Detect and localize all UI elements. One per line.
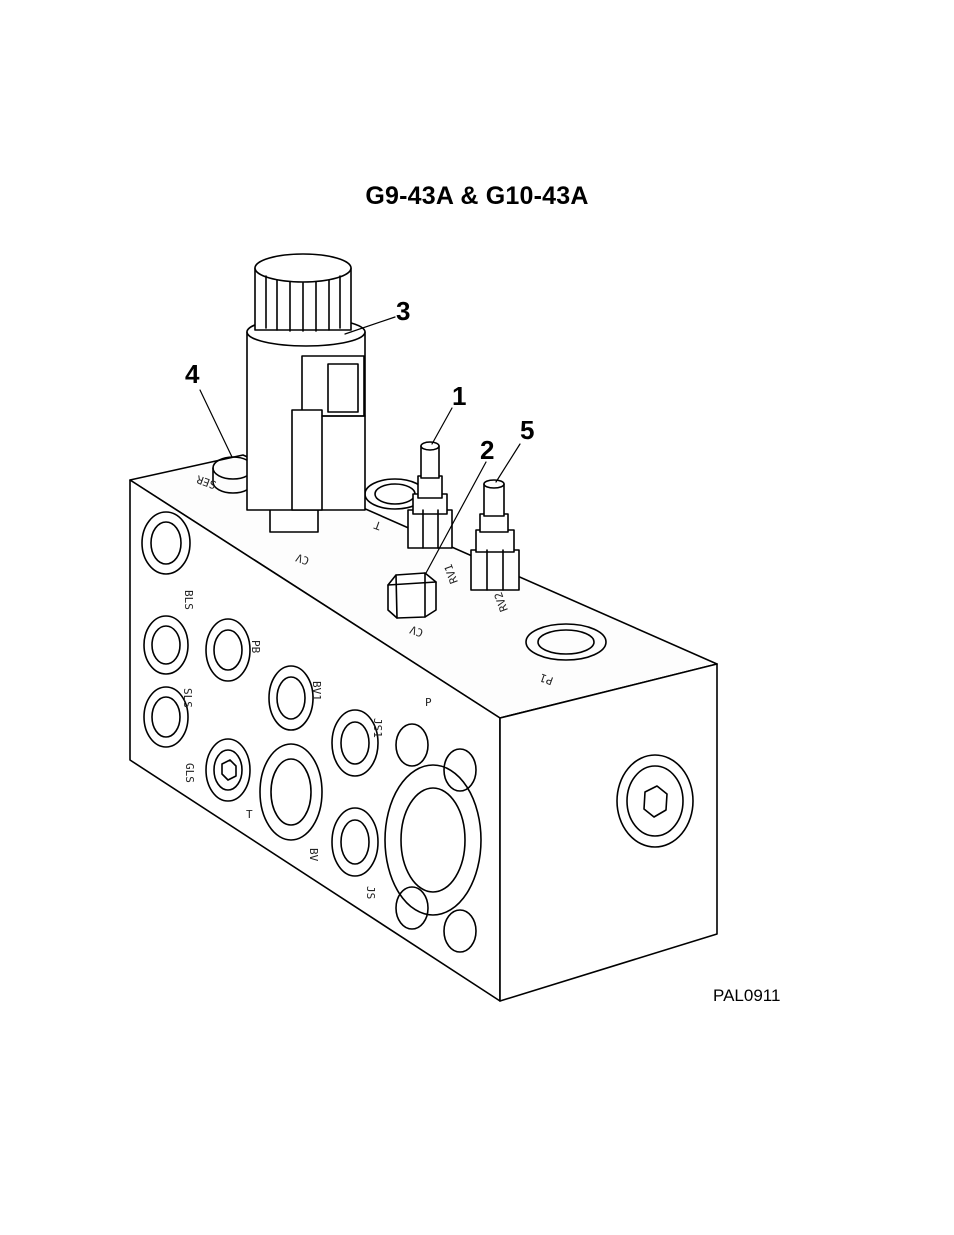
port-p-flange	[384, 764, 482, 916]
callout-2: 2	[480, 435, 494, 465]
callout-5: 5	[520, 415, 534, 445]
port-bls	[141, 511, 191, 575]
side-hex-plug	[616, 754, 694, 848]
callout-4: 4	[185, 359, 200, 389]
label-cv-top: CV	[294, 551, 311, 568]
label-cv-front: CV	[408, 623, 425, 640]
cv-hex-plug	[387, 572, 437, 619]
port-pb	[205, 618, 251, 682]
relief-valve-2	[470, 479, 520, 591]
front-ports	[141, 511, 482, 953]
label-rv1: RV1	[442, 562, 461, 585]
label-rv2: RV2	[492, 590, 511, 613]
label-js1: JS1	[371, 718, 384, 738]
figure-code: PAL0911	[713, 986, 781, 1005]
solenoid-valve	[246, 253, 366, 533]
label-t-front: T	[246, 808, 253, 821]
relief-valve-1	[407, 441, 453, 549]
label-bv: BV	[307, 848, 320, 862]
port-gls-plug	[205, 738, 251, 802]
port-pb-outer	[143, 615, 189, 675]
label-pb: PB	[249, 640, 262, 654]
label-gls: GLS	[183, 763, 196, 783]
label-bls: BLS	[182, 590, 195, 610]
label-p1: P1	[538, 671, 555, 688]
figure-title: G9-43A & G10-43A	[365, 182, 589, 210]
label-p: P	[425, 696, 432, 709]
port-bv1	[268, 665, 314, 731]
port-sls	[143, 686, 189, 748]
label-bv1: BV1	[310, 681, 323, 701]
port-t	[259, 743, 323, 841]
label-sls: SLS	[181, 688, 194, 708]
label-js: JS	[364, 886, 377, 899]
port-js1	[331, 709, 379, 777]
callout-3: 3	[396, 296, 410, 326]
label-t-top: T	[372, 518, 383, 533]
port-bv	[331, 807, 379, 877]
leader-lines	[199, 316, 521, 574]
callout-1: 1	[452, 381, 466, 411]
port-p1	[525, 623, 607, 661]
